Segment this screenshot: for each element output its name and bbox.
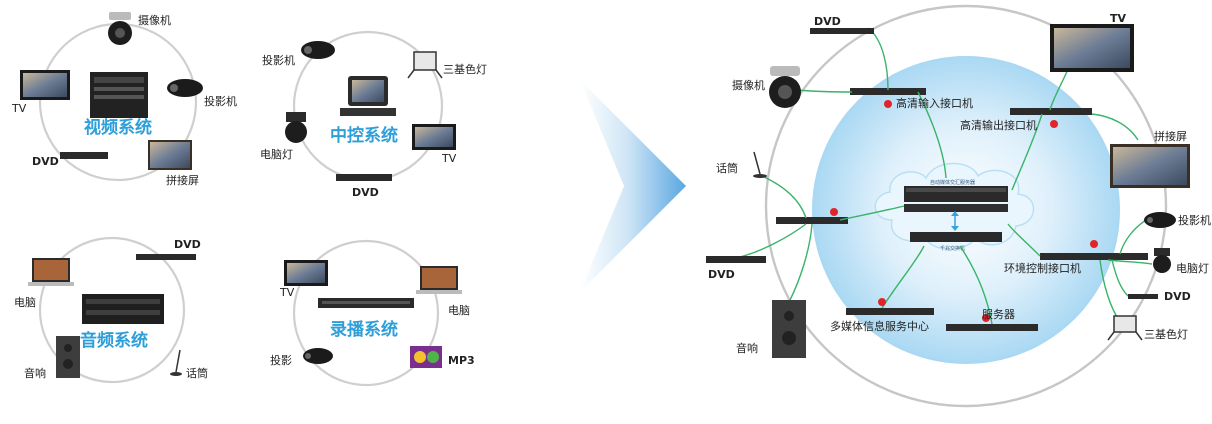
audio-system-title: 音频系统 — [80, 330, 148, 351]
recording-computer-label: 电脑 — [448, 304, 470, 317]
recording-mp3-label: MP3 — [448, 354, 475, 367]
right-dvd-top-label: DVD — [814, 15, 841, 28]
tri-color-light-icon — [407, 51, 443, 79]
audio-computer-label: 电脑 — [14, 296, 36, 309]
integrated-system-group: 自动媒体交汇服务器 千兆交换机 — [706, 4, 1211, 408]
server-box — [946, 324, 1038, 331]
audio-dvd-label: DVD — [174, 238, 201, 251]
video-camera-label: 摄像机 — [138, 13, 171, 27]
recording-system-group: TV 电脑 录播系统 投影 MP3 — [270, 239, 475, 387]
tv-icon — [412, 124, 456, 150]
audio-system-group: DVD 电脑 音频系统 音响 话筒 — [14, 236, 208, 384]
recording-tv-label: TV — [279, 286, 295, 299]
video-dvd-label: DVD — [32, 155, 59, 168]
control-dvd-label: DVD — [352, 186, 379, 199]
projector-icon — [301, 41, 335, 59]
dvd-player-icon — [706, 256, 766, 263]
status-dots — [830, 100, 1098, 322]
mic-interface-box — [776, 217, 848, 224]
transform-arrow — [580, 80, 686, 292]
switch-label: 千兆交换机 — [940, 245, 965, 252]
video-projector-label: 投影机 — [204, 94, 237, 108]
control-system-title: 中控系统 — [330, 125, 398, 146]
audio-mic-label: 话筒 — [186, 366, 208, 380]
camera-icon — [769, 66, 801, 108]
video-splice-label: 拼接屏 — [166, 173, 199, 187]
video-tv-label: TV — [11, 102, 27, 115]
switch-icon — [910, 232, 1002, 242]
video-matrix-icon — [90, 72, 148, 118]
dvd-player-icon — [1128, 294, 1158, 299]
splice-screen-icon — [148, 140, 192, 170]
control-system-group: 投影机 三基色灯 电脑灯 中控系统 TV DVD — [260, 30, 487, 199]
integrated-outer-ring — [764, 4, 1168, 408]
dvd-player-icon — [136, 254, 196, 260]
speaker-icon — [772, 300, 806, 358]
audio-speaker-label: 音响 — [24, 366, 46, 380]
audio-processor-icon — [82, 294, 164, 324]
env-control-label: 环境控制接口机 — [1004, 261, 1081, 275]
right-camera-label: 摄像机 — [732, 78, 765, 92]
right-projector-label: 投影机 — [1178, 213, 1211, 227]
right-splice-label: 拼接屏 — [1154, 129, 1187, 143]
right-dvd-left-label: DVD — [708, 268, 735, 281]
tv-icon — [284, 260, 328, 286]
projector-icon — [303, 348, 333, 364]
control-computer-light-label: 电脑灯 — [260, 148, 293, 161]
recording-system-title: 录播系统 — [330, 319, 398, 340]
control-tv-label: TV — [441, 152, 457, 165]
env-control-box — [1040, 253, 1148, 260]
right-dvd-right-label: DVD — [1164, 290, 1191, 303]
speaker-icon — [56, 336, 80, 378]
control-light-label: 三基色灯 — [443, 62, 487, 76]
mp3-icon — [410, 346, 442, 368]
dvd-player-icon — [810, 28, 874, 34]
hd-output-box — [1010, 108, 1092, 115]
right-speaker-label: 音响 — [736, 341, 758, 355]
multimedia-label: 多媒体信息服务中心 — [830, 319, 929, 333]
microphone-icon — [170, 349, 182, 376]
right-computer-light-label: 电脑灯 — [1176, 262, 1209, 275]
server-label: 服务器 — [982, 308, 1015, 321]
right-mic-label: 话筒 — [716, 161, 738, 175]
multimedia-box — [846, 308, 934, 315]
hd-input-box — [850, 88, 926, 95]
dvd-player-icon — [336, 174, 392, 181]
projector-icon — [167, 79, 203, 97]
projector-icon — [1144, 212, 1176, 228]
microphone-icon — [753, 151, 767, 178]
recording-projector-label: 投影 — [270, 353, 292, 367]
laptop-icon — [416, 266, 462, 294]
computer-light-icon — [285, 112, 307, 143]
right-tv-label: TV — [1110, 12, 1127, 25]
recording-system-ring — [292, 239, 440, 387]
touch-panel-icon — [340, 76, 396, 116]
camera-icon — [108, 12, 132, 45]
recorder-icon — [318, 298, 414, 308]
right-light-label: 三基色灯 — [1144, 327, 1188, 341]
hd-output-label: 高清输出接口机 — [960, 118, 1037, 132]
dvd-player-icon — [60, 152, 108, 159]
splice-screen-icon — [1110, 144, 1190, 188]
tri-color-light-icon — [1107, 315, 1143, 341]
video-system-group: 摄像机 TV 投影机 视频系统 DVD 拼接屏 — [11, 12, 237, 187]
central-server-label: 自动媒体交汇服务器 — [930, 179, 975, 186]
central-server-icon — [904, 186, 1008, 212]
tv-icon — [20, 70, 70, 100]
control-projector-label: 投影机 — [262, 53, 295, 67]
bidirectional-arrow-icon — [951, 211, 959, 231]
computer-light-icon — [1153, 248, 1171, 273]
tv-icon — [1050, 24, 1134, 72]
hd-input-label: 高清输入接口机 — [896, 96, 973, 110]
audio-system-ring — [38, 236, 186, 384]
laptop-icon — [28, 258, 74, 286]
video-system-title: 视频系统 — [84, 117, 152, 138]
